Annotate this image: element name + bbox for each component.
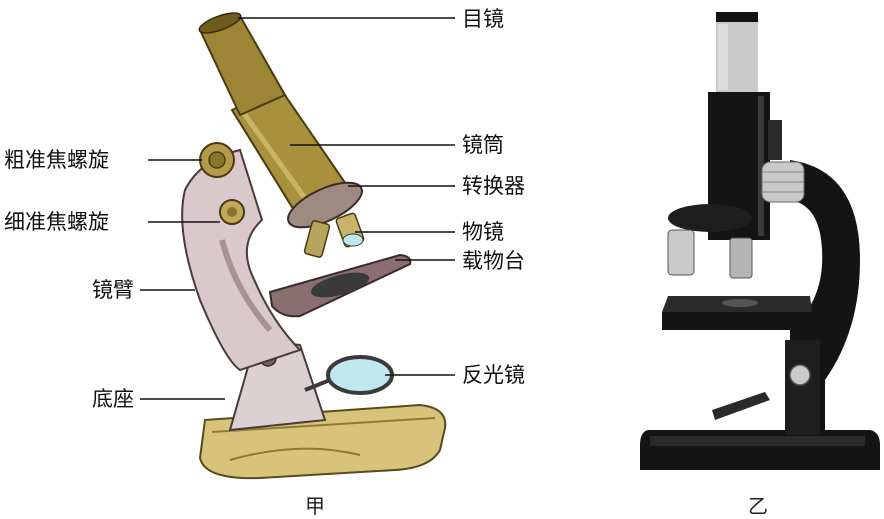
label-base: 底座 — [92, 388, 134, 410]
photo-nosepiece-shape — [668, 204, 752, 232]
label-arm: 镜臂 — [92, 279, 134, 301]
caption-jia: 甲 — [305, 490, 325, 519]
label-stage: 载物台 — [462, 250, 525, 272]
label-objective: 物镜 — [462, 221, 504, 243]
label-tube: 镜筒 — [462, 134, 504, 156]
label-mirror: 反光镜 — [462, 364, 525, 386]
label-nosepiece: 转换器 — [462, 175, 525, 197]
label-coarse-focus: 粗准焦螺旋 — [4, 149, 109, 171]
label-eyepiece: 目镜 — [462, 8, 504, 30]
drawn-microscope — [140, 9, 455, 478]
photo-microscope — [640, 12, 880, 470]
label-fine-focus: 细准焦螺旋 — [4, 211, 109, 233]
mirror-shape — [328, 357, 392, 393]
photo-stage-shape — [662, 312, 808, 330]
caption-yi: 乙 — [748, 490, 768, 519]
